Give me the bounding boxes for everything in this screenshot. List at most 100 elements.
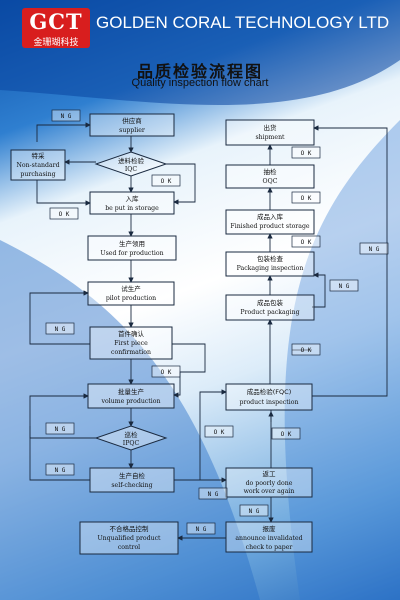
ok-label: O K — [291, 343, 321, 356]
node-shipment: 出货 shipment — [225, 119, 315, 146]
svg-text:入库: 入库 — [126, 194, 140, 203]
svg-text:self-checking: self-checking — [111, 482, 152, 489]
node-self-check: 生产自检 self-checking — [89, 467, 175, 493]
svg-text:do poorly done: do poorly done — [246, 480, 293, 487]
svg-text:pilot production: pilot production — [106, 295, 156, 302]
svg-text:N G: N G — [55, 326, 66, 333]
svg-text:巡检: 巡检 — [125, 430, 139, 439]
svg-text:包装检查: 包装检查 — [257, 254, 284, 263]
svg-text:O K: O K — [161, 178, 172, 185]
ng-label: N G — [359, 242, 389, 255]
svg-text:Non-standard: Non-standard — [16, 162, 59, 169]
svg-text:Packaging inspection: Packaging inspection — [237, 265, 304, 272]
ng-label: N G — [45, 463, 75, 476]
svg-text:N G: N G — [339, 283, 350, 290]
svg-text:O K: O K — [214, 429, 225, 436]
svg-text:成品检验(FQC): 成品检验(FQC) — [247, 387, 291, 396]
ok-label: O K — [291, 191, 321, 204]
svg-text:首件确认: 首件确认 — [118, 329, 145, 338]
svg-text:work over again: work over again — [244, 488, 295, 495]
svg-text:IQC: IQC — [125, 166, 138, 173]
node-storage: 入库 be put in storage — [89, 191, 175, 215]
ng-label: N G — [198, 487, 228, 500]
svg-text:check to paper: check to paper — [246, 544, 293, 551]
node-supplier: 供应商 supplier — [89, 113, 175, 137]
node-product-pack: 成品包装 Product packaging — [225, 294, 315, 321]
ng-label: N G — [329, 279, 359, 292]
svg-text:be put in storage: be put in storage — [105, 205, 159, 212]
svg-text:N G: N G — [55, 426, 66, 433]
svg-text:O K: O K — [301, 347, 312, 354]
svg-text:批量生产: 批量生产 — [118, 387, 145, 396]
svg-text:抽检: 抽检 — [264, 167, 278, 176]
svg-text:成品入库: 成品入库 — [257, 212, 284, 221]
svg-text:N G: N G — [196, 526, 207, 533]
ng-label: N G — [239, 504, 269, 517]
ng-label: N G — [45, 322, 75, 335]
svg-text:供应商: 供应商 — [122, 116, 142, 125]
ok-label: O K — [271, 427, 301, 440]
svg-text:IPQC: IPQC — [123, 440, 140, 447]
node-pack-inspect: 包装检查 Packaging inspection — [225, 251, 315, 277]
ok-label: O K — [151, 174, 181, 187]
ok-label: O K — [151, 365, 181, 378]
svg-text:生产领用: 生产领用 — [119, 239, 145, 248]
node-production-use: 生产领用 Used for production — [87, 235, 177, 261]
node-scrap: 报废 announce invalidated check to paper — [225, 521, 313, 553]
logo-text: GCT — [29, 9, 83, 34]
svg-text:O K: O K — [301, 195, 312, 202]
ng-label: N G — [45, 422, 75, 435]
node-oqc: 抽检 OQC — [225, 164, 315, 189]
svg-text:volume production: volume production — [101, 398, 161, 405]
node-pilot: 试生产 pilot production — [87, 281, 175, 306]
svg-text:O K: O K — [161, 369, 172, 376]
svg-text:N G: N G — [61, 113, 72, 120]
svg-text:purchasing: purchasing — [20, 171, 55, 178]
logo-subtext: 金珊瑚科技 — [33, 38, 79, 48]
svg-text:Used for production: Used for production — [100, 250, 163, 257]
svg-text:不合格品控制: 不合格品控制 — [110, 524, 150, 533]
chart-title-cn: 品质检验流程图 — [136, 62, 263, 81]
node-volume: 批量生产 volume production — [87, 383, 175, 409]
svg-text:N G: N G — [55, 467, 66, 474]
ok-label: O K — [49, 207, 79, 220]
node-unqualified: 不合格品控制 Unqualified product control — [79, 521, 179, 555]
node-finished-storage: 成品入库 Finished product storage — [225, 209, 315, 235]
branch-labels: N G O K O K N G O K N G N G O K O K N G … — [45, 109, 389, 535]
ok-label: O K — [291, 235, 321, 248]
svg-text:control: control — [118, 544, 140, 551]
node-first-piece: 首件确认 First piece confirmation — [89, 326, 173, 360]
svg-text:生产自检: 生产自检 — [119, 471, 146, 480]
svg-text:shipment: shipment — [255, 134, 285, 141]
node-ipqc: 巡检 IPQC — [94, 425, 168, 451]
svg-text:confirmation: confirmation — [111, 349, 151, 356]
svg-text:N G: N G — [369, 246, 380, 253]
company-name: GOLDEN CORAL TECHNOLOGY LTD — [96, 13, 390, 32]
svg-text:O K: O K — [281, 431, 292, 438]
svg-text:supplier: supplier — [119, 127, 145, 134]
svg-text:O K: O K — [301, 239, 312, 246]
svg-text:Finished product storage: Finished product storage — [230, 223, 309, 230]
svg-text:O K: O K — [59, 211, 70, 218]
svg-text:出货: 出货 — [264, 123, 278, 132]
node-purchase: 特采 Non-standard purchasing — [10, 149, 66, 181]
svg-text:N G: N G — [208, 491, 219, 498]
svg-text:特采: 特采 — [32, 151, 46, 160]
svg-text:O K: O K — [301, 150, 312, 157]
company-logo: GCT 金珊瑚科技 — [22, 8, 90, 48]
svg-text:Unqualified product: Unqualified product — [97, 535, 161, 542]
svg-text:N G: N G — [249, 508, 260, 515]
svg-text:First piece: First piece — [114, 340, 148, 347]
svg-text:进料检验: 进料检验 — [118, 156, 145, 165]
chart-title-en: Quality inspection flow chart — [131, 77, 269, 89]
node-fqc: 成品检验(FQC) product inspection — [225, 383, 313, 411]
svg-text:OQC: OQC — [263, 178, 278, 185]
ok-label: O K — [204, 425, 234, 438]
connectors — [29, 122, 388, 541]
node-iqc: 进料检验 IQC — [94, 151, 168, 177]
ok-label: O K — [291, 146, 321, 159]
svg-text:product inspection: product inspection — [240, 399, 299, 406]
svg-text:报废: 报废 — [263, 524, 277, 533]
